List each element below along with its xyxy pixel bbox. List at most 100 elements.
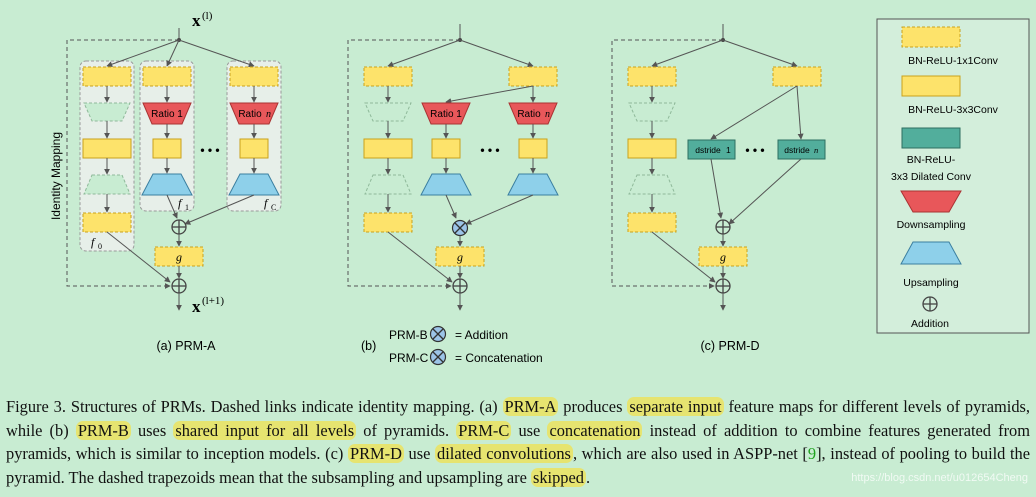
legend-dilated-swatch [901, 127, 961, 149]
addition-icon [715, 278, 731, 294]
input-x-label: x [192, 11, 201, 30]
downsampling-ratio1 [421, 102, 471, 125]
combine-icon [451, 219, 469, 237]
combine-icon [429, 325, 447, 343]
conv3x3-block [152, 138, 182, 159]
skipped-up-trapezoid [628, 174, 676, 195]
output-x-sup: (l+1) [202, 295, 224, 307]
skipped-up-trapezoid [83, 174, 131, 195]
skipped-up-trapezoid [364, 174, 412, 195]
conv1x1-block [142, 66, 192, 87]
ratio-n-label: Ratio [238, 109, 262, 120]
identity-link-a [66, 39, 179, 289]
figure-caption: Figure 3. Structures of PRMs. Dashed lin… [6, 395, 1030, 489]
panel-prm-b: Ratio 1 • • • Ratio n g (b) PRM-B = Addi… [347, 24, 559, 366]
ellipsis-dots: • • • [200, 143, 219, 157]
legend-conv3x3-label: BN-ReLU-3x3Conv [908, 104, 999, 116]
conv1x1-block [627, 66, 677, 87]
addition-icon [171, 219, 187, 235]
skipped-down-trapezoid [83, 102, 131, 122]
identity-mapping-label: Identity Mapping [49, 132, 63, 220]
highlight-shared-input: shared input for all levels [173, 420, 357, 440]
conv1x1-block [82, 66, 132, 87]
conv1x1-block [229, 66, 279, 87]
identity-link-d [611, 39, 723, 289]
prm-b-label: PRM-B [389, 328, 428, 342]
highlight-concatenation: concatenation [547, 420, 643, 440]
fc-sub: C [271, 203, 276, 212]
addition-icon [171, 278, 187, 294]
downsampling-ratio1 [142, 102, 192, 125]
f0-label: f [91, 235, 96, 249]
shared-conv1x1-block [508, 66, 558, 87]
combine-icon [429, 348, 447, 366]
legend-conv1x1-swatch [901, 26, 961, 48]
legend-conv1x1-label: BN-ReLU-1x1Conv [908, 55, 999, 67]
ratio1-label: Ratio 1 [151, 109, 183, 120]
caption-text: instead of addition to combine features … [6, 420, 1031, 464]
addition-icon [452, 278, 468, 294]
caption-text: feature maps for different levels of pyr… [6, 397, 1030, 440]
watermark: https://blog.csdn.net/u012654Cheng [851, 472, 1028, 484]
panel-b-caption: (b) [361, 339, 376, 353]
concatenation-text: = Concatenation [455, 351, 543, 365]
legend-downsampling-swatch [900, 190, 962, 213]
ellipsis-dots: • • • [480, 143, 499, 157]
input-x-sup: (l) [202, 10, 213, 22]
legend-upsampling-label: Upsampling [903, 277, 959, 289]
output-x-label: x [192, 297, 201, 316]
f1-label: f [178, 196, 183, 210]
ratio-n-var: n [266, 109, 271, 120]
citation-link[interactable]: 9 [807, 444, 817, 464]
caption-text: use [403, 444, 436, 464]
downsampling-ratio-n [229, 102, 279, 125]
upsampling-trapezoid [507, 173, 559, 196]
panel-a-caption: (a) PRM-A [156, 339, 216, 353]
f0-sub: 0 [98, 242, 102, 251]
f1-sub: 1 [185, 203, 189, 212]
ratio1-label: Ratio 1 [430, 109, 462, 120]
conv1x1-block [82, 212, 132, 233]
downsampling-ratio-n [508, 102, 558, 125]
highlight-prm-a: PRM-A [502, 397, 559, 416]
legend-dilated-label-1: BN-ReLU- [907, 154, 956, 166]
conv3x3-block [518, 138, 548, 159]
legend-addition-label: Addition [911, 318, 949, 330]
addition-icon [715, 219, 731, 235]
legend-dilated-label-2: 3x3 Dilated Conv [891, 171, 972, 183]
g-label: g [720, 250, 726, 264]
conv3x3-block [82, 138, 132, 159]
panel-prm-d: dstride 1 • • • dstride n g (c) PRM-D [611, 24, 826, 353]
dstride-n-label: dstride [784, 145, 810, 155]
g-label: g [176, 250, 182, 264]
caption-text: , which are also used in ASPP-net [ [572, 444, 808, 464]
upsampling-trapezoid [228, 173, 280, 196]
identity-link-b [347, 39, 460, 289]
conv1x1-block [627, 212, 677, 233]
dstride-n-var: n [814, 145, 818, 155]
legend-box [876, 18, 1030, 334]
conv3x3-block [363, 138, 413, 159]
caption-text: of pyramids. [356, 420, 457, 440]
panel-prm-a: x (l) Identity Mapping f 0 Ratio 1 f [49, 10, 282, 353]
ratio-n-label: Ratio [517, 109, 541, 120]
dstride1-label: dstride [695, 145, 721, 155]
legend-conv3x3-swatch [901, 75, 961, 97]
caption-text: Figure 3. Structures of PRMs. Dashed lin… [6, 397, 503, 416]
legend-addition-icon [922, 296, 938, 312]
conv3x3-block [431, 138, 461, 159]
caption-text: use [511, 420, 548, 440]
skipped-down-trapezoid [364, 102, 412, 122]
skipped-down-trapezoid [628, 102, 676, 122]
prm-c-label: PRM-C [389, 351, 429, 365]
highlight-skipped: skipped [530, 467, 586, 487]
highlight-prm-b: PRM-B [75, 420, 131, 440]
highlight-prm-c: PRM-C [456, 420, 512, 440]
legend-upsampling-swatch [900, 241, 962, 265]
caption-text: ], instead of pooling to build the pyram… [6, 444, 1031, 487]
shared-conv1x1-block [772, 66, 822, 87]
ellipsis-dots: • • • [745, 143, 764, 157]
upsampling-trapezoid [141, 173, 193, 196]
conv1x1-block [363, 66, 413, 87]
highlight-dilated-convolutions: dilated convolutions [435, 444, 573, 464]
